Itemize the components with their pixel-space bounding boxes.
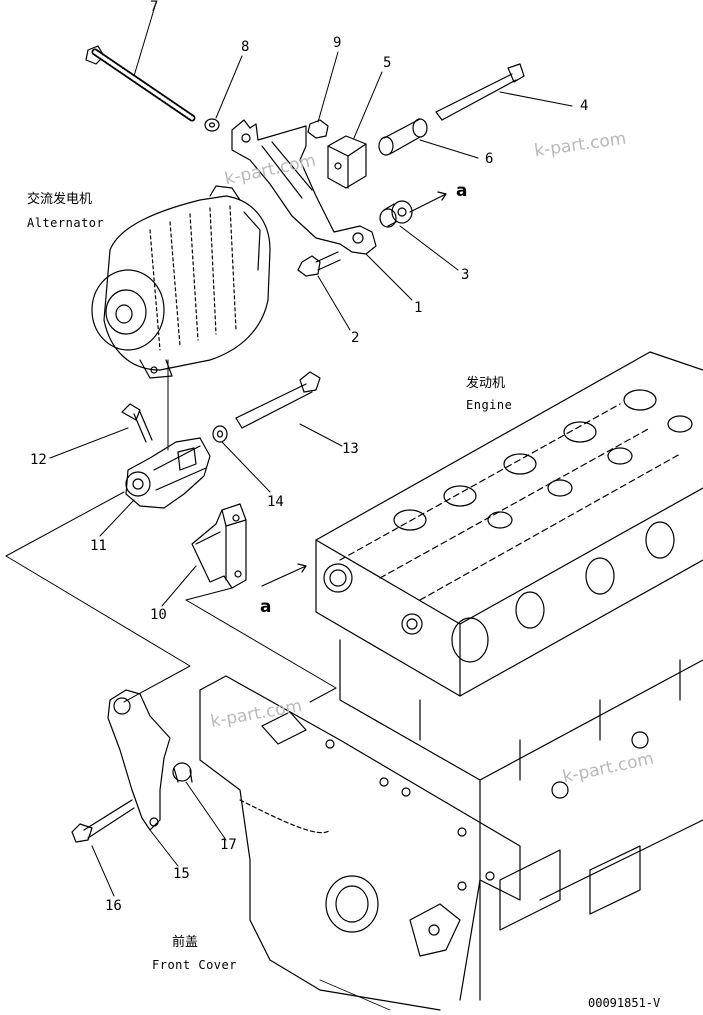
alternator-label-cn: 交流发电机 xyxy=(27,192,93,207)
part-number-6: 6 xyxy=(485,151,494,167)
spacer-3 xyxy=(379,200,413,228)
part-number-5: 5 xyxy=(383,55,392,71)
part-number-1: 1 xyxy=(414,300,423,316)
block-5 xyxy=(327,135,367,189)
engine-label-cn: 发动机 xyxy=(466,376,506,391)
spacer-17 xyxy=(172,762,193,783)
part-number-14: 14 xyxy=(267,494,284,510)
bracket-10 xyxy=(191,503,247,589)
washer-14 xyxy=(212,425,228,443)
front-cover xyxy=(199,675,521,1011)
bolt-4 xyxy=(435,63,525,121)
part-number-12: 12 xyxy=(30,452,47,468)
front-cover-label-cn: 前盖 xyxy=(172,935,199,950)
callout-a-top: a xyxy=(456,181,468,201)
bolt-16 xyxy=(71,799,135,843)
part-number-2: 2 xyxy=(351,330,360,346)
part-number-11: 11 xyxy=(90,538,107,554)
bracket-11 xyxy=(125,437,211,509)
front-cover-label-en: Front Cover xyxy=(152,958,237,972)
bolt-13 xyxy=(235,371,321,429)
bolt-2 xyxy=(297,251,341,277)
part-number-17: 17 xyxy=(220,837,237,853)
part-number-7: 7 xyxy=(150,0,159,15)
alternator xyxy=(91,185,271,379)
part-number-4: 4 xyxy=(580,98,589,114)
part-number-13: 13 xyxy=(342,441,359,457)
part-number-8: 8 xyxy=(241,39,250,55)
part-number-9: 9 xyxy=(333,35,342,51)
direction-arrow-a-top xyxy=(409,191,447,213)
part-number-16: 16 xyxy=(105,898,122,914)
nut-9 xyxy=(307,119,329,139)
direction-arrow-a-side xyxy=(261,563,307,587)
alternator-label-en: Alternator xyxy=(27,216,105,230)
callout-a-side: a xyxy=(260,597,272,617)
document-id: 00091851-V xyxy=(588,996,661,1010)
bolt-7 xyxy=(85,45,196,122)
leader-lines xyxy=(49,5,573,897)
engine-label-en: Engine xyxy=(466,398,513,412)
part-number-3: 3 xyxy=(461,267,470,283)
engine-block xyxy=(315,351,703,1001)
bracket-1 xyxy=(231,119,377,255)
plate-15 xyxy=(107,689,171,831)
washer-8 xyxy=(204,118,220,132)
sleeve-6 xyxy=(378,118,428,156)
bolt-12 xyxy=(121,403,153,443)
part-number-10: 10 xyxy=(150,607,167,623)
part-number-15: 15 xyxy=(173,866,190,882)
